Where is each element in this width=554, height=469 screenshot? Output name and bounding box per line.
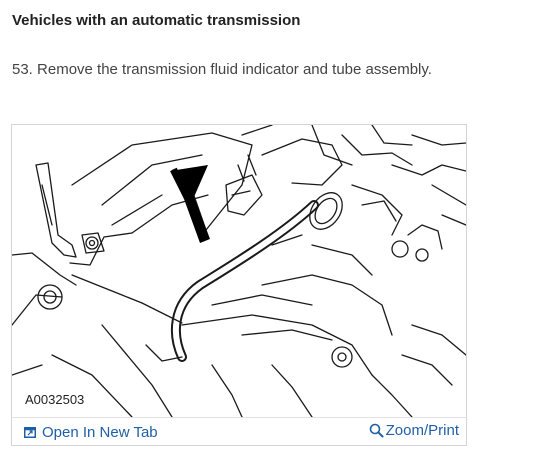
figure-panel: A0032503 Open In New Tab Zoom/Print	[11, 124, 467, 446]
open-in-new-tab-label: Open In New Tab	[42, 424, 158, 441]
figure-id: A0032503	[23, 391, 87, 408]
section-heading: Vehicles with an automatic transmission	[12, 12, 301, 29]
open-in-new-tab-link[interactable]: Open In New Tab	[24, 424, 158, 441]
zoom-print-link[interactable]: Zoom/Print	[369, 422, 459, 439]
open-in-new-tab-icon	[24, 427, 36, 438]
transmission-illustration[interactable]	[12, 125, 466, 417]
step-text: 53. Remove the transmission fluid indica…	[12, 61, 432, 78]
figure-toolbar: Open In New Tab Zoom/Print	[12, 417, 466, 446]
magnifier-icon	[369, 423, 384, 438]
zoom-print-label: Zoom/Print	[385, 422, 459, 439]
